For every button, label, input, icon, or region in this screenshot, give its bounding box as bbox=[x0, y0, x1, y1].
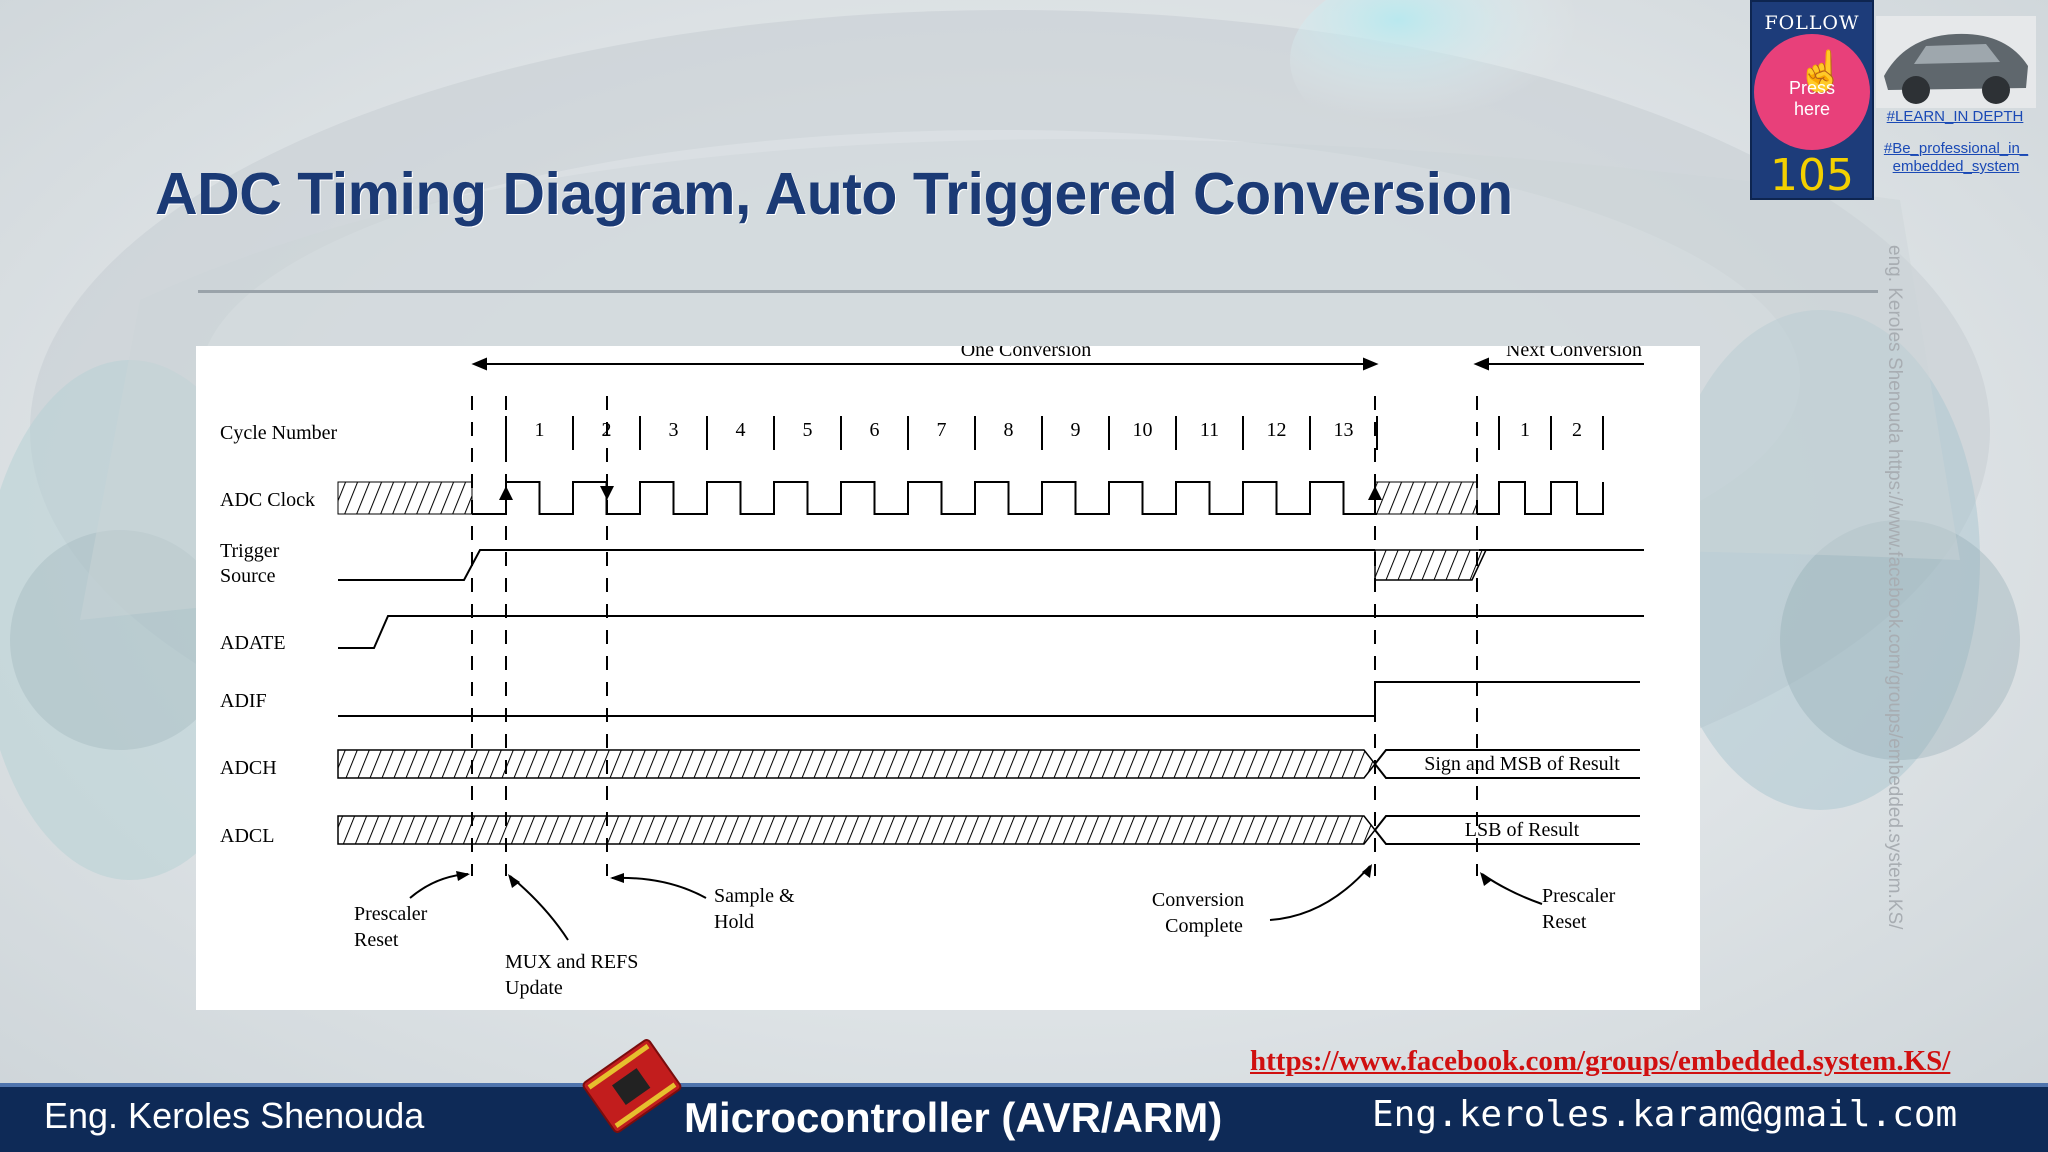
cycle-number: 6 bbox=[870, 419, 880, 441]
next-cycle-number: 1 bbox=[1520, 419, 1530, 441]
follow-us-badge[interactable]: FOLLOW US ☝ Press here 105 bbox=[1750, 0, 1874, 201]
cycle-number: 4 bbox=[736, 419, 746, 441]
cycle-number: 8 bbox=[1004, 419, 1014, 441]
next-conversion-label: Next Conversion bbox=[1506, 346, 1642, 361]
trigger-source-label-1: Trigger bbox=[220, 540, 280, 562]
adc-clock-hatch-start bbox=[337, 481, 473, 515]
adate-label: ADATE bbox=[220, 632, 286, 654]
footer-course-title: Microcontroller (AVR/ARM) bbox=[684, 1094, 1223, 1141]
adc-clock-hatch-gap bbox=[1374, 481, 1478, 515]
follow-count: 105 bbox=[1770, 150, 1854, 201]
adate-waveform bbox=[338, 615, 1644, 649]
conversion-complete-line1: Conversion bbox=[1152, 889, 1244, 911]
adcl-result-bus bbox=[1374, 815, 1640, 845]
facebook-group-link[interactable]: https://www.facebook.com/groups/embedded… bbox=[1250, 1045, 1951, 1077]
car-thumbnail-image bbox=[1876, 16, 2036, 108]
sample-hold-arrow bbox=[611, 876, 707, 899]
adch-label: ADCH bbox=[220, 757, 277, 779]
next-cycle-number: 2 bbox=[1572, 419, 1582, 441]
footer-bar bbox=[0, 1083, 2048, 1152]
adch-result-text: Sign and MSB of Result bbox=[1424, 753, 1620, 775]
sample-hold-line1: Sample & bbox=[714, 885, 795, 907]
adcl-result-text: LSB of Result bbox=[1465, 819, 1580, 841]
title-underline bbox=[198, 290, 1878, 293]
pointing-hand-icon: ☝ bbox=[1796, 50, 1846, 94]
cycle-number: 12 bbox=[1267, 419, 1287, 441]
adc-clock-waveform bbox=[472, 481, 1604, 515]
cycle-number: 7 bbox=[937, 419, 947, 441]
trigger-source-label-2: Source bbox=[220, 565, 276, 587]
trigger-source-hatch bbox=[1374, 549, 1488, 581]
conversion-complete-line2: Complete bbox=[1165, 915, 1243, 937]
side-watermark: eng. Keroles Shenouda https://www.facebo… bbox=[1884, 245, 1905, 930]
press-here-label: Press here bbox=[1788, 78, 1835, 119]
cycle-number: 11 bbox=[1200, 419, 1219, 441]
one-conversion-label: One Conversion bbox=[961, 346, 1092, 361]
cycle-number: 10 bbox=[1133, 419, 1153, 441]
footer-author: Eng. Keroles Shenouda bbox=[44, 1095, 425, 1136]
slide-title: ADC Timing Diagram, Auto Triggered Conve… bbox=[155, 161, 1513, 227]
cycle-number: 5 bbox=[803, 419, 813, 441]
adch-hatch bbox=[337, 749, 1376, 779]
mux-update-line1: MUX and REFS bbox=[505, 951, 638, 973]
learn-in-depth-tag[interactable]: #LEARN_IN DEPTH bbox=[1886, 108, 2024, 125]
prescaler-reset-2-line1: Prescaler bbox=[1542, 885, 1616, 907]
prescaler-reset-1-line1: Prescaler bbox=[354, 903, 428, 925]
clock-edge-down-arrow bbox=[600, 486, 614, 500]
adch-result-bus bbox=[1374, 749, 1640, 779]
adc-clock-label: ADC Clock bbox=[220, 489, 315, 511]
adcl-label: ADCL bbox=[220, 825, 274, 847]
prescaler-reset-arrow-2 bbox=[1481, 873, 1543, 905]
mux-update-arrow bbox=[509, 875, 569, 941]
clock-edge-up-arrow-2 bbox=[1368, 486, 1382, 500]
conversion-complete-arrow bbox=[1269, 865, 1371, 921]
press-here-button[interactable]: ☝ Press here bbox=[1754, 34, 1870, 150]
adif-waveform bbox=[338, 681, 1640, 717]
mux-update-line2: Update bbox=[505, 977, 563, 999]
timing-diagram: One Conversion Next Conversion Cycle Num… bbox=[196, 346, 1700, 1010]
cycle-number-label: Cycle Number bbox=[220, 422, 338, 444]
sample-hold-line2: Hold bbox=[714, 911, 754, 933]
cycle-number: 3 bbox=[669, 419, 679, 441]
cycle-number: 9 bbox=[1071, 419, 1081, 441]
prescaler-reset-1-line2: Reset bbox=[354, 929, 399, 951]
adif-label: ADIF bbox=[220, 690, 267, 712]
adcl-hatch bbox=[337, 815, 1376, 845]
cycle-numbers: 1234567891011121312 bbox=[535, 419, 1583, 441]
footer-email: Eng.keroles.karam@gmail.com bbox=[1372, 1094, 1958, 1135]
trigger-source-waveform bbox=[338, 549, 1375, 581]
microcontroller-board-image bbox=[582, 1039, 682, 1133]
event-markers bbox=[471, 396, 1478, 876]
be-professional-tag[interactable]: #Be_professional_in_ embedded_system bbox=[1883, 140, 2029, 175]
clock-edge-up-arrow-1 bbox=[499, 486, 513, 500]
cycle-number: 13 bbox=[1334, 419, 1354, 441]
prescaler-reset-2-line2: Reset bbox=[1542, 911, 1587, 933]
cycle-number: 1 bbox=[535, 419, 545, 441]
one-conversion-arrow bbox=[471, 357, 1379, 371]
next-conversion-arrow bbox=[1473, 357, 1644, 371]
